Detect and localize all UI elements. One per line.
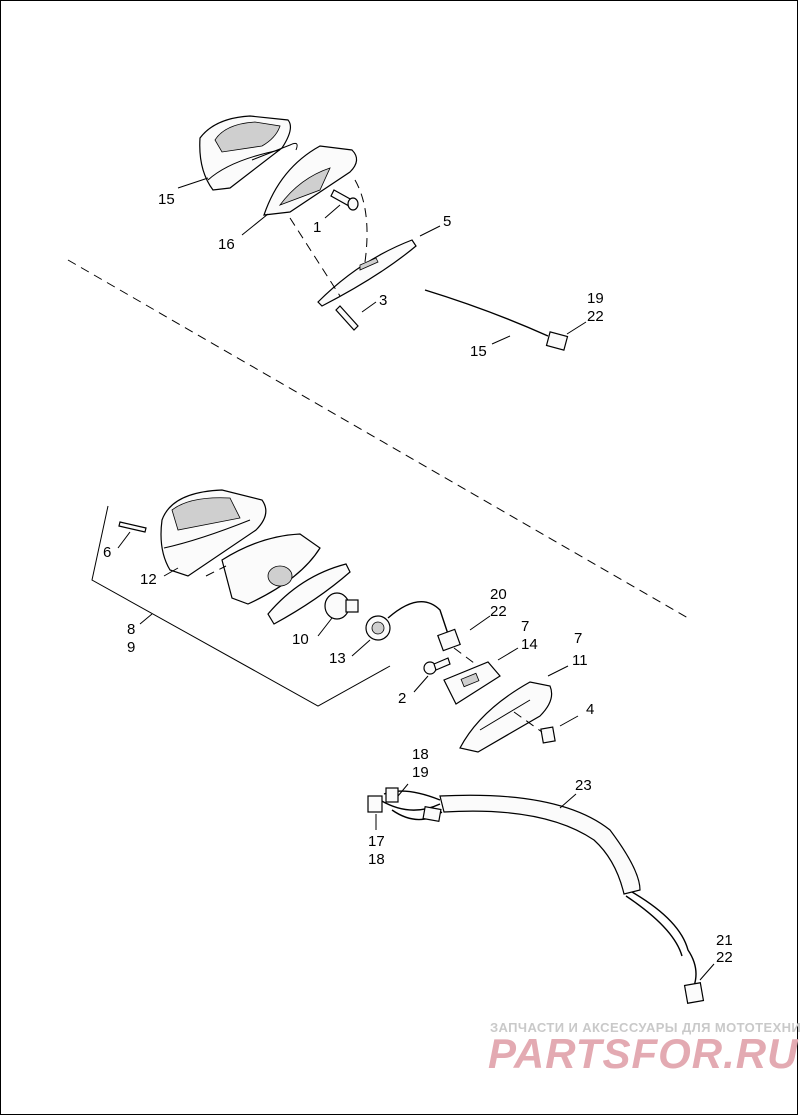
callout-17: 17 (368, 833, 385, 850)
callout-9: 9 (127, 639, 135, 656)
bottom-screw-2 (423, 657, 451, 675)
callout-3: 3 (379, 292, 387, 309)
callout-19-top: 19 (587, 290, 604, 307)
top-align-line-a (289, 217, 341, 297)
callout-12: 12 (140, 571, 157, 588)
bottom-align-line-c (513, 711, 543, 733)
callout-14: 14 (521, 636, 538, 653)
kit-bracket (91, 505, 391, 707)
socket-wire (387, 601, 449, 635)
callout-22-top: 22 (587, 308, 604, 325)
callout-19-lower: 19 (412, 764, 429, 781)
callout-15-wire: 15 (470, 343, 487, 360)
bottom-screw-6 (118, 521, 147, 533)
top-lamp-housing (251, 142, 358, 216)
top-align-line-b (354, 179, 368, 263)
callout-1: 1 (313, 219, 321, 236)
socket-connector (437, 628, 461, 652)
callout-10: 10 (292, 631, 309, 648)
callout-18-lower: 18 (368, 851, 385, 868)
top-lamp-lens (199, 115, 292, 191)
watermark-tagline: ЗАПЧАСТИ И АКСЕССУАРЫ ДЛЯ МОТОТЕХНИКИ (490, 1020, 800, 1035)
top-mounting-plate (317, 239, 417, 307)
harness-23 (439, 794, 697, 987)
bulb-socket-13 (365, 615, 391, 641)
top-screw-3 (335, 305, 359, 331)
callout-6: 6 (103, 544, 111, 561)
callout-4: 4 (586, 701, 594, 718)
connector-18 (385, 787, 399, 803)
callout-11: 11 (572, 652, 588, 669)
callout-7-lower: 7 (574, 630, 582, 647)
callout-18-upper: 18 (412, 746, 429, 763)
harness-clip (422, 806, 442, 822)
callout-15-top: 15 (158, 191, 175, 208)
bulb-10 (324, 592, 359, 620)
callout-2: 2 (398, 690, 406, 707)
connector-21 (683, 982, 705, 1004)
watermark-brand: PARTSFOR.RU (488, 1030, 799, 1077)
callout-8: 8 (127, 621, 135, 638)
bottom-gasket (267, 563, 351, 625)
clip-nut-4 (540, 726, 556, 744)
callout-20: 20 (490, 586, 507, 603)
bottom-align-line-a (205, 565, 227, 577)
callout-16: 16 (218, 236, 235, 253)
connector-17 (367, 795, 383, 813)
callout-13: 13 (329, 650, 346, 667)
callout-22-mid: 22 (490, 603, 507, 620)
top-screw-1 (330, 189, 359, 211)
bracket-cover-11 (459, 681, 553, 753)
callout-5: 5 (443, 213, 451, 230)
bottom-lamp-housing (221, 533, 321, 605)
top-connector (545, 331, 569, 351)
top-wire (424, 289, 549, 337)
bottom-align-line-b (453, 647, 479, 667)
circuit-board-14 (443, 661, 501, 705)
callout-22-bottom: 22 (716, 949, 733, 966)
callout-7-upper: 7 (521, 618, 529, 635)
bottom-lamp-lens (160, 489, 267, 577)
callout-21: 21 (716, 932, 733, 949)
callout-23: 23 (575, 777, 592, 794)
